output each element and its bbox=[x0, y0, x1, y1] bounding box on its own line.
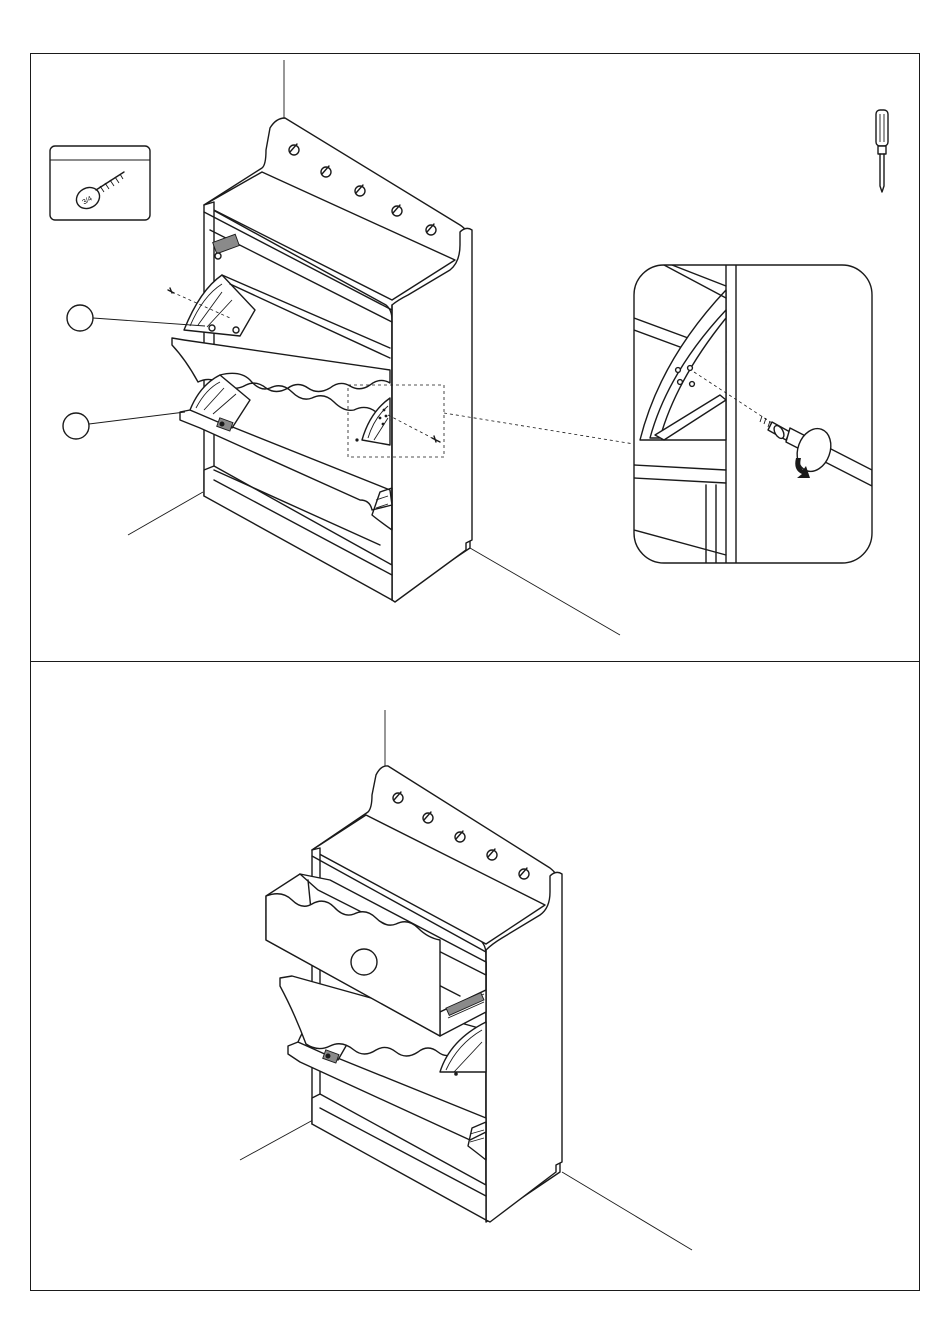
shoe-cabinet-step-a bbox=[168, 118, 634, 602]
callout-2 bbox=[63, 412, 185, 439]
hinge-bracket bbox=[213, 234, 240, 259]
callout-1 bbox=[67, 305, 205, 331]
screwdriver-icon bbox=[876, 110, 888, 192]
detail-view bbox=[634, 265, 872, 563]
fan-bracket-right bbox=[355, 398, 390, 445]
wood-screw-icon: 3/4 bbox=[73, 172, 124, 213]
step-b-panel bbox=[30, 661, 920, 1291]
hardware-box: 3/4 bbox=[50, 146, 150, 220]
